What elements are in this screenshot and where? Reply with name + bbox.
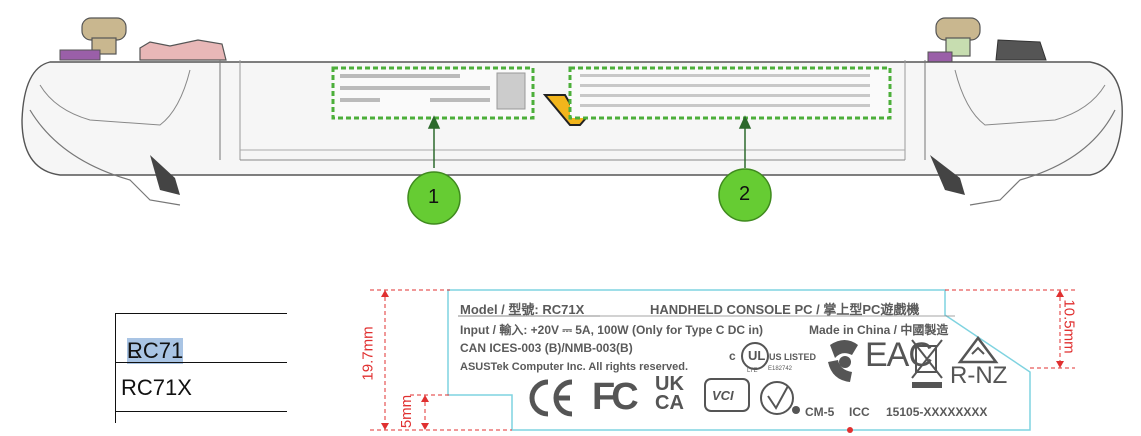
- label-area-1-text: [340, 74, 490, 102]
- right-trigger: [930, 155, 965, 195]
- model-cell: RC71X: [121, 375, 192, 400]
- vci-mark-icon: [704, 378, 750, 412]
- ukca-bottom: CA: [655, 392, 684, 414]
- left-purple-accent: [59, 49, 101, 61]
- model-suffix: L: [127, 338, 140, 363]
- ul-listed-text: US LISTED: [769, 352, 817, 362]
- ukca-top: UK: [655, 373, 684, 395]
- callout-1-number: 1: [428, 186, 440, 208]
- dimension-point: [847, 427, 853, 433]
- right-grip: [969, 109, 1116, 206]
- vci-mark: VCI: [712, 388, 734, 403]
- ul-mark: UL: [748, 348, 766, 363]
- dim-height-left: 19.7mm: [359, 326, 377, 381]
- label-outline: [447, 289, 1031, 431]
- left-bumper: [139, 39, 227, 61]
- icc-number: 15105-XXXXXXXX: [886, 405, 988, 419]
- weee-icon: [911, 339, 943, 379]
- label-area-2-text: [580, 74, 870, 107]
- dim-height-right: 10.5mm: [1060, 299, 1078, 354]
- device-drawing: [21, 17, 1123, 225]
- dimension-arrows: [381, 290, 1064, 430]
- callout-2: [718, 168, 772, 222]
- callout-2-number: 2: [739, 183, 751, 205]
- eac-mark: EAC: [865, 336, 933, 374]
- callout-arrows: [427, 115, 752, 168]
- right-buttons: [995, 39, 1047, 61]
- fcc-mark: FC: [592, 376, 639, 418]
- dim-height-small: 5mm: [398, 394, 416, 429]
- ul-listed-icon: [741, 342, 769, 370]
- cm-text: CM-5: [805, 405, 835, 419]
- label-can-line: CAN ICES-003 (B)/NMB-003(B): [460, 341, 633, 355]
- label-company-line: ASUSTek Computer Inc. All rights reserve…: [460, 361, 689, 373]
- label-product-line: HANDHELD CONSOLE PC / 掌上型PC遊戲機: [650, 302, 920, 317]
- ul-c-mark: c: [729, 349, 736, 363]
- right-grip-inner: [954, 69, 1106, 126]
- table-left-border: [115, 313, 116, 423]
- label-model-line: Model / 型號: RC71X: [460, 302, 585, 317]
- qr-code: [496, 72, 526, 110]
- icc-text: ICC: [849, 405, 870, 419]
- model-highlight: RC71: [127, 338, 184, 364]
- left-trigger: [150, 155, 180, 195]
- label-input-line: Input / 輸入: +20V ⎓ 5A, 100W (Only for Ty…: [460, 323, 764, 337]
- cp-mark-icon: [828, 340, 858, 382]
- ul-number: E182742: [768, 366, 793, 372]
- left-grip: [29, 109, 181, 206]
- weee-bar: [912, 382, 942, 388]
- compliance-check-icon: [760, 381, 800, 415]
- model-row: RC71X: [115, 362, 287, 412]
- right-thumbstick: [935, 17, 981, 57]
- rcm-icon: [957, 335, 999, 364]
- left-grip-inner: [39, 69, 191, 126]
- ce-mark: [529, 379, 573, 417]
- ul-sub: LTE: [747, 368, 758, 374]
- callout-1: [407, 171, 461, 225]
- rnz-mark: R-NZ: [950, 362, 1008, 389]
- label-origin-line: Made in China / 中國製造: [809, 323, 949, 337]
